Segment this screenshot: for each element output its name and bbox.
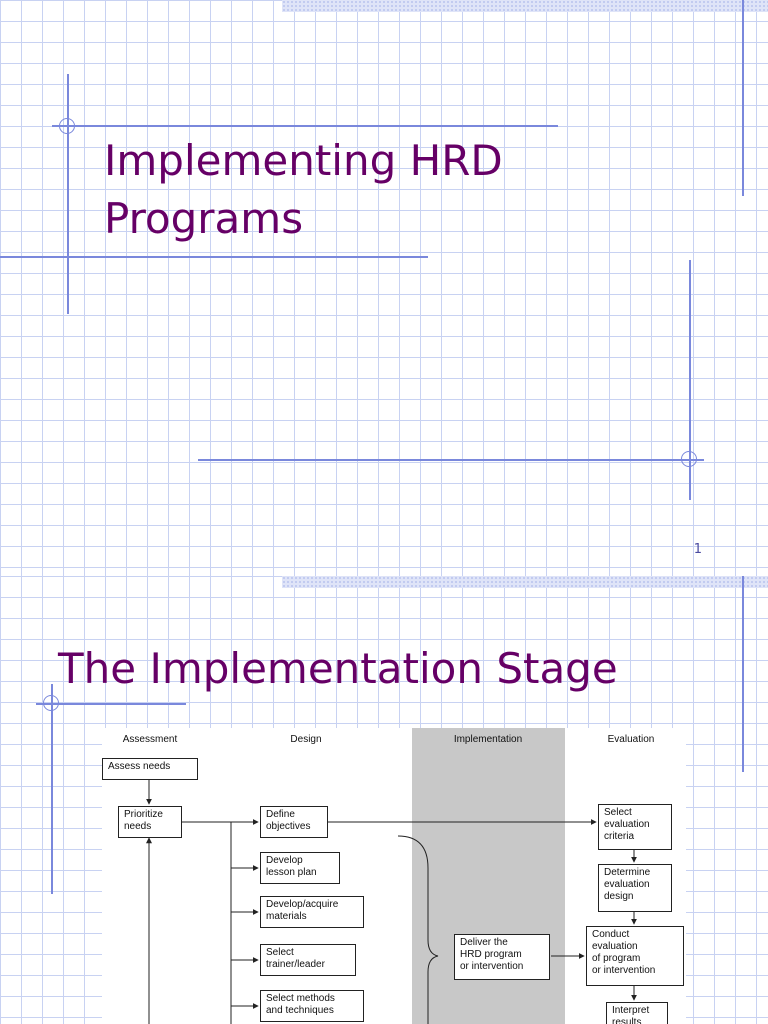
decorative-line [689, 260, 691, 500]
decorative-line [67, 74, 69, 314]
hrd-process-diagram: Assessment Design Implementation Evaluat… [102, 728, 686, 1024]
box-develop-acquire-materials: Develop/acquire materials [260, 896, 364, 928]
registration-circle [59, 118, 75, 134]
column-header-implementation: Implementation [453, 734, 523, 745]
box-select-evaluation-criteria: Select evaluation criteria [598, 804, 672, 850]
page-number: 1 [693, 542, 702, 557]
column-header-design: Design [290, 734, 322, 745]
box-select-trainer: Select trainer/leader [260, 944, 356, 976]
box-conduct-evaluation: Conduct evaluation of program or interve… [586, 926, 684, 986]
decorative-line [36, 703, 186, 705]
decorative-line [742, 0, 744, 196]
registration-circle [681, 451, 697, 467]
slide-1: Implementing HRD Programs 1 [0, 0, 768, 576]
box-define-objectives: Define objectives [260, 806, 328, 838]
box-prioritize-needs: Prioritize needs [118, 806, 182, 838]
box-determine-evaluation-design: Determine evaluation design [598, 864, 672, 912]
decorative-line [51, 684, 53, 894]
decorative-band [282, 576, 768, 588]
box-deliver-program: Deliver the HRD program or intervention [454, 934, 550, 980]
title-line-1: Implementing HRD [104, 136, 503, 185]
slide-2: The Implementation Stage Assessment Desi… [0, 576, 768, 1024]
implementation-brace [397, 835, 439, 1024]
column-header-assessment: Assessment [122, 734, 178, 745]
registration-circle [43, 695, 59, 711]
slide-title: Implementing HRD Programs [104, 132, 604, 248]
box-assess-needs: Assess needs [102, 758, 198, 780]
title-line-2: Programs [104, 194, 304, 243]
decorative-line [742, 576, 744, 772]
box-develop-lesson-plan: Develop lesson plan [260, 852, 340, 884]
diagram-connectors [146, 780, 637, 1024]
slide-title: The Implementation Stage [58, 644, 618, 693]
column-header-evaluation: Evaluation [607, 734, 655, 745]
decorative-line [52, 125, 558, 127]
box-select-methods: Select methods and techniques [260, 990, 364, 1022]
decorative-line [198, 459, 704, 461]
decorative-line [0, 256, 428, 258]
decorative-band [282, 0, 768, 12]
box-interpret-results: Interpret results [606, 1002, 668, 1024]
